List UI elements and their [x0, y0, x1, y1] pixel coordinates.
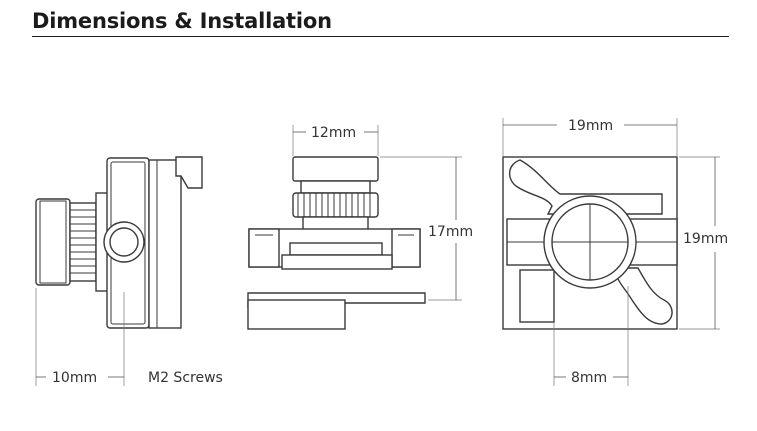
front-view: [247, 125, 462, 330]
title-underline: [32, 36, 729, 37]
label-back-width: 19mm: [568, 118, 613, 134]
page-title: Dimensions & Installation: [32, 9, 332, 33]
label-front-lens-width: 12mm: [311, 125, 356, 141]
side-view: [35, 156, 203, 386]
label-back-hole-spacing: 8mm: [571, 370, 607, 386]
label-back-height: 19mm: [683, 231, 728, 247]
label-front-height: 17mm: [428, 224, 473, 240]
label-side-depth: 10mm: [52, 370, 97, 386]
back-view: [502, 118, 720, 386]
label-screws: M2 Screws: [148, 370, 223, 386]
